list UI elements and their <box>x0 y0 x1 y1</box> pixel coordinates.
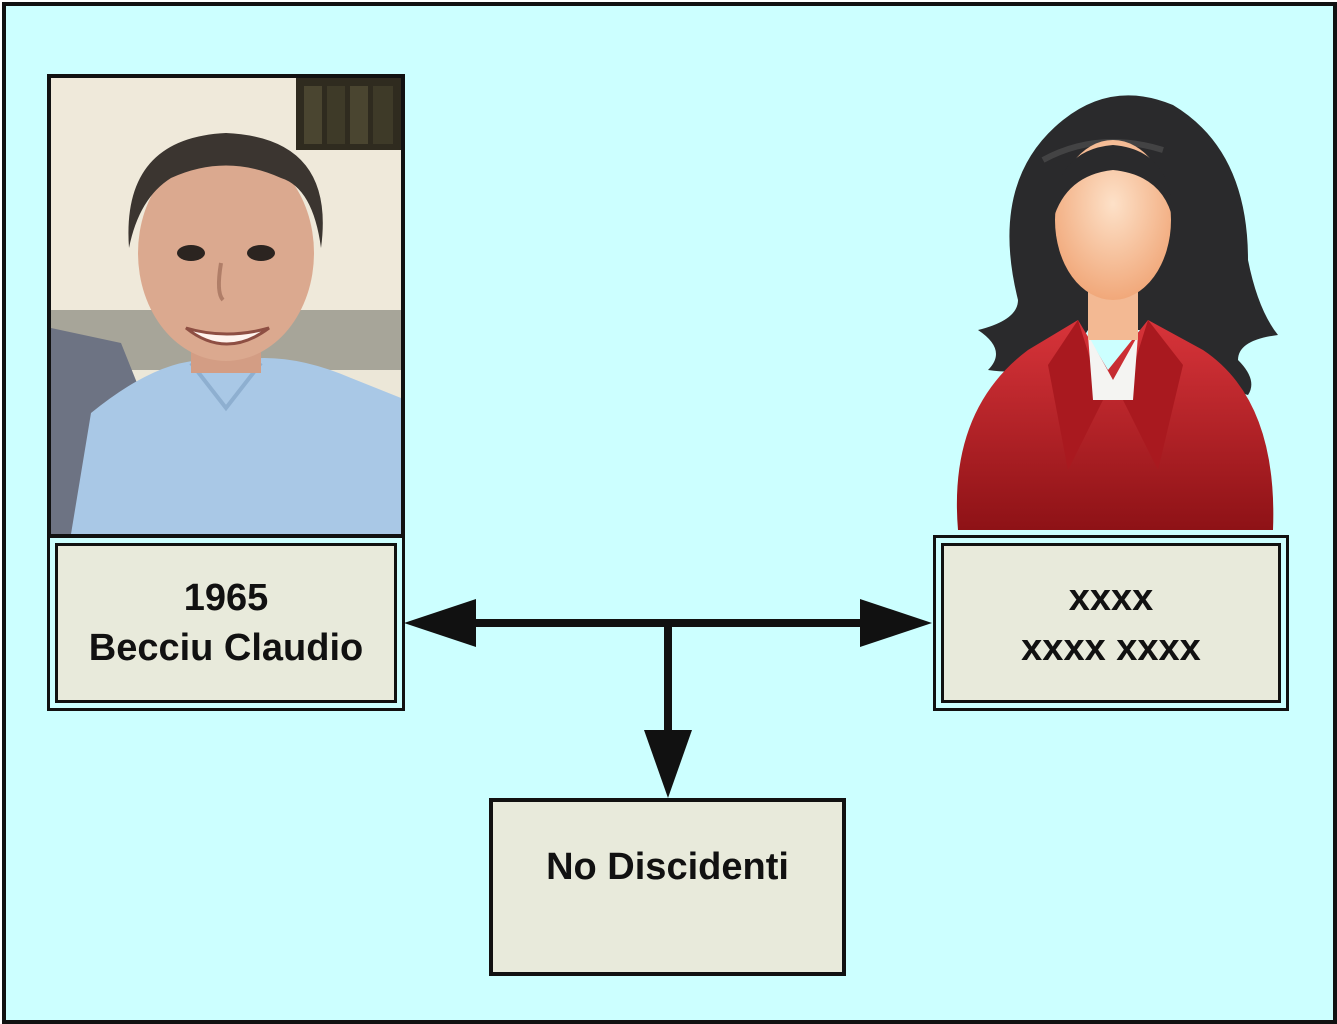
children-box: No Discidenti <box>489 798 846 976</box>
arrow-left-head <box>404 599 476 647</box>
woman-avatar-icon <box>948 80 1288 535</box>
arrow-right-head <box>860 599 932 647</box>
arrow-down-head <box>644 730 692 798</box>
person-box-right: xxxx xxxx xxxx <box>933 535 1289 711</box>
children-label: No Discidenti <box>546 846 789 888</box>
right-person-line1: xxxx <box>1068 577 1154 619</box>
person-box-left: 1965 Becciu Claudio <box>47 535 405 711</box>
left-person-year: 1965 <box>183 577 269 619</box>
right-person-line2: xxxx xxxx <box>1021 627 1201 669</box>
man-photo <box>47 74 405 538</box>
left-person-name: Becciu Claudio <box>88 627 364 669</box>
